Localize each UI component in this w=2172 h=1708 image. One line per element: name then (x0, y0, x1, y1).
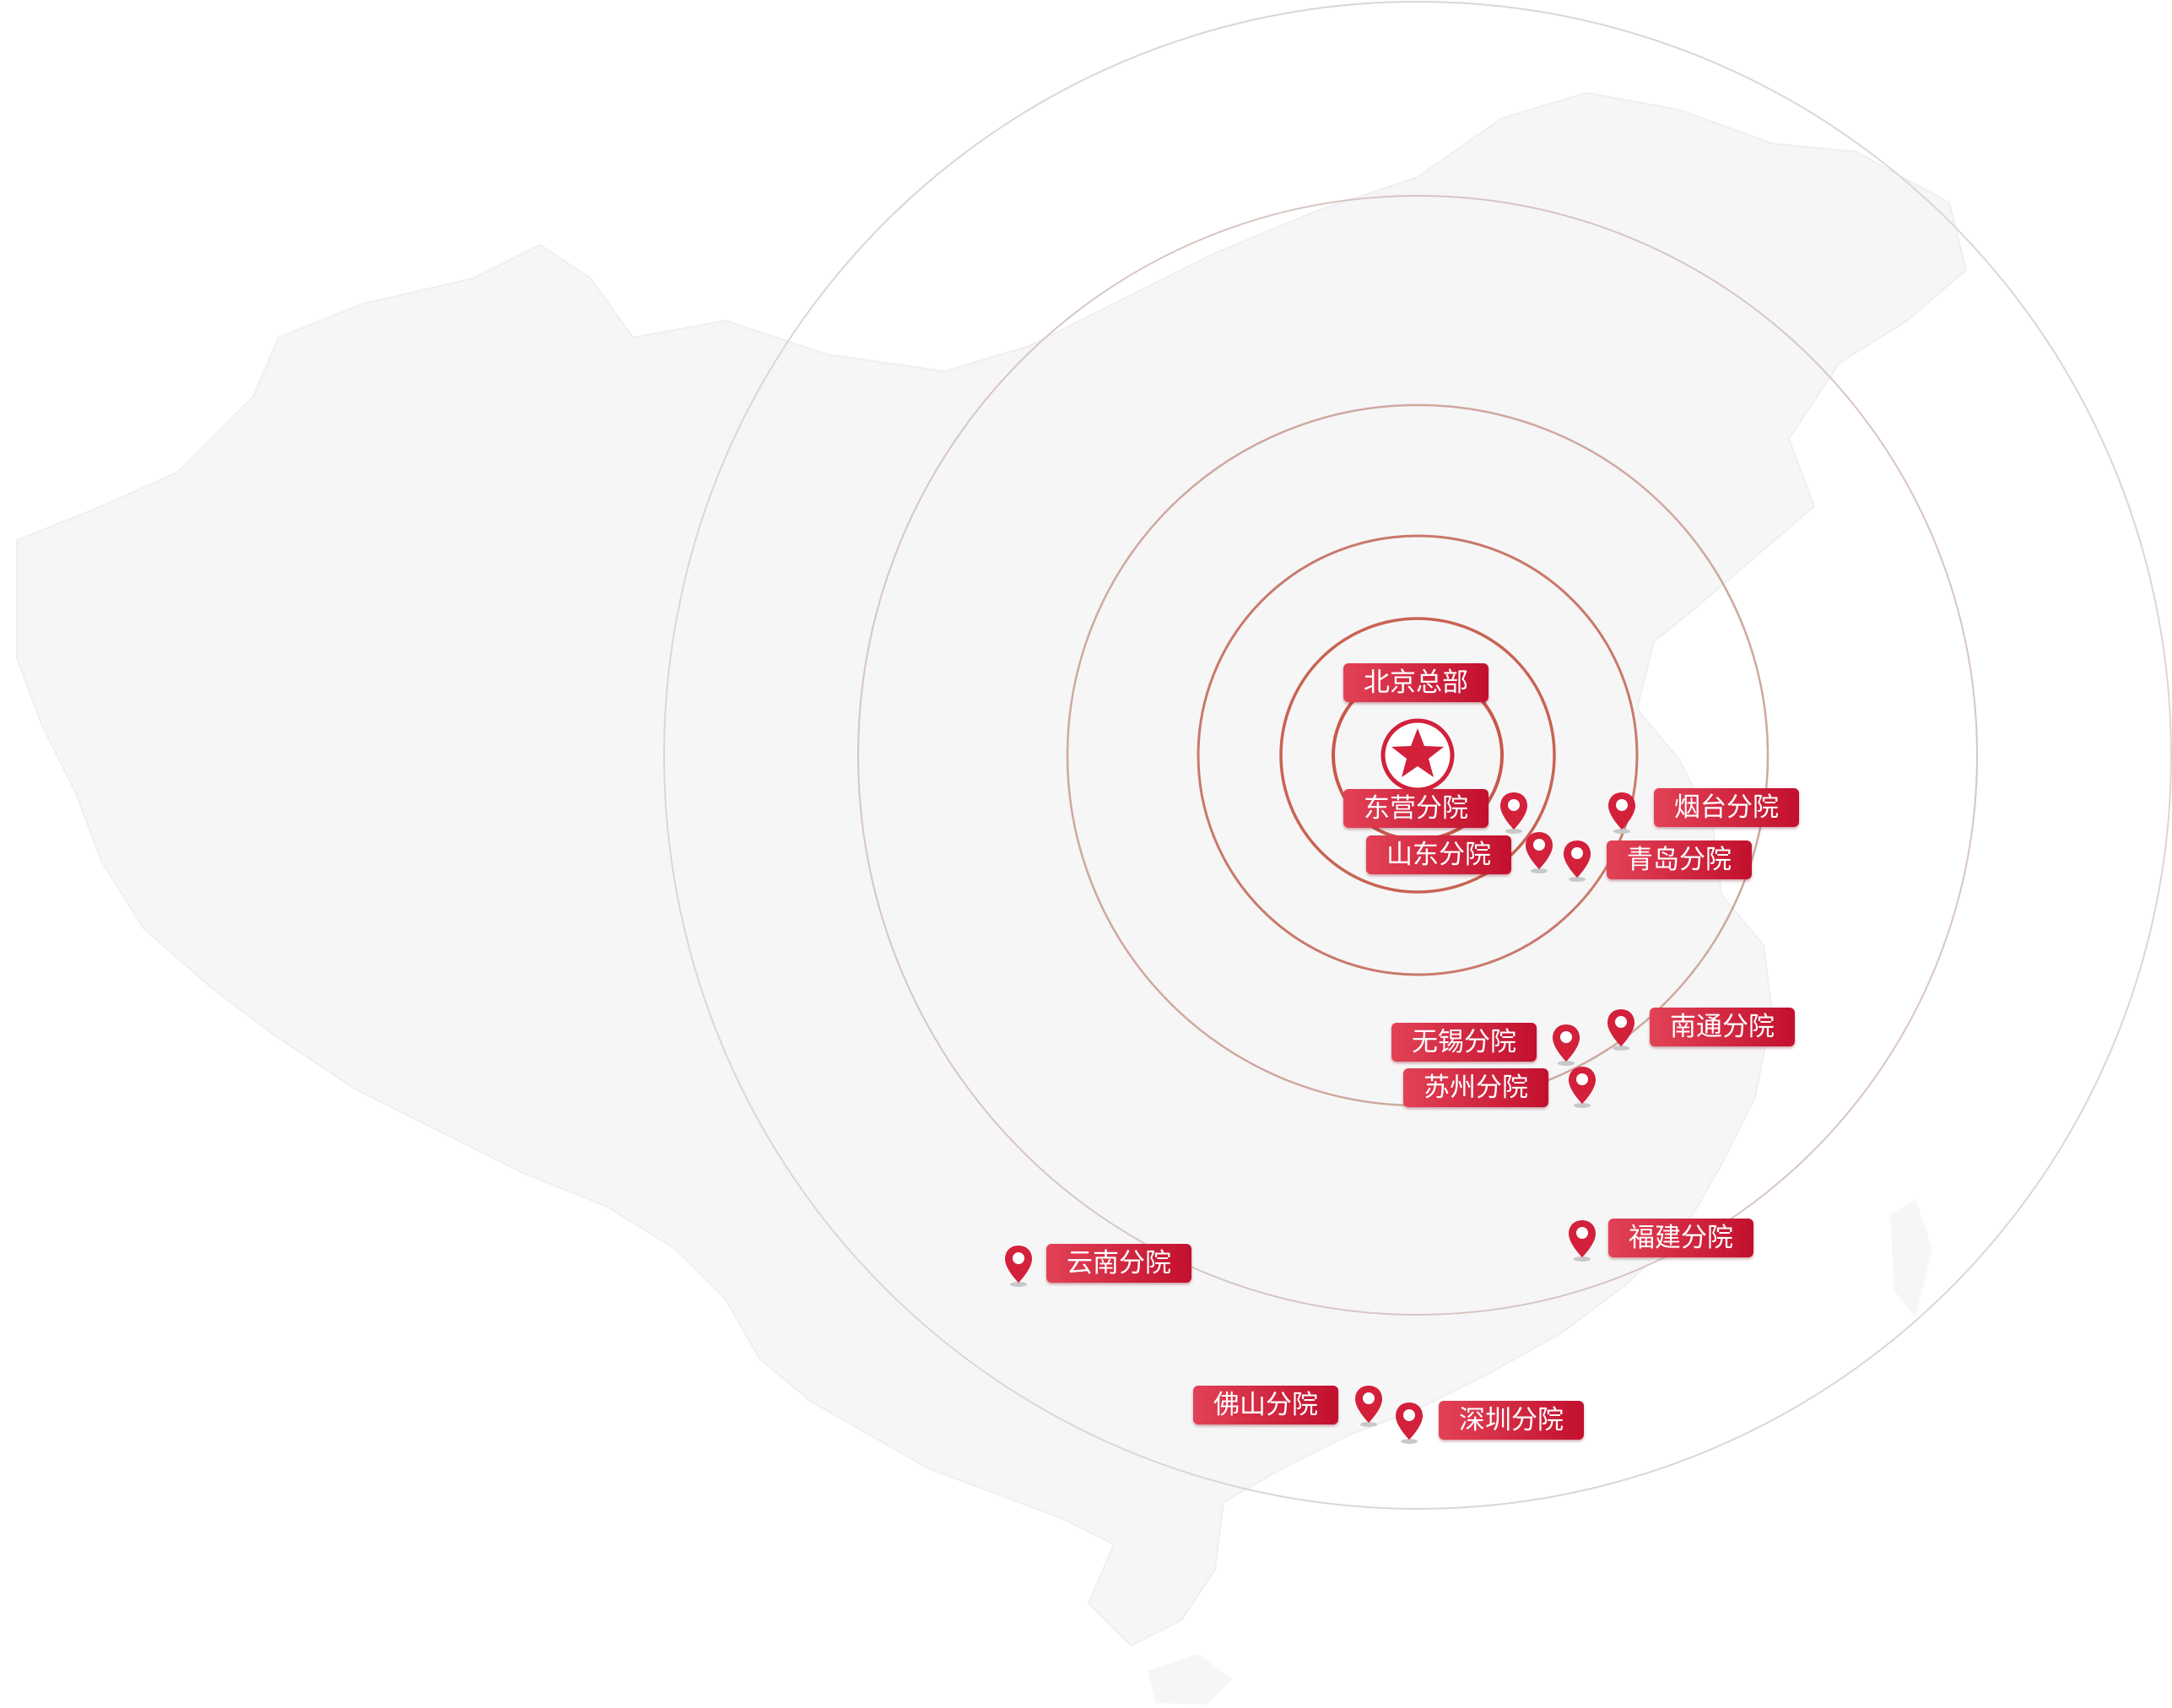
headquarters-label[interactable]: 北京总部 (1343, 663, 1489, 702)
ring-2 (1279, 617, 1556, 894)
branch-label-shandong[interactable]: 山东分院 (1366, 835, 1511, 874)
ring-5 (857, 195, 1978, 1316)
location-pin-icon[interactable] (1499, 791, 1529, 834)
location-pin-icon[interactable] (1607, 791, 1637, 834)
ring-3 (1197, 534, 1639, 976)
ring-6 (663, 1, 2172, 1510)
taiwan-island-silhouette (1890, 1198, 1932, 1316)
branch-label-dongying[interactable]: 东营分院 (1343, 789, 1489, 828)
location-pin-icon[interactable] (1551, 1023, 1581, 1066)
location-pin-icon[interactable] (1394, 1401, 1424, 1444)
branch-label-nantong[interactable]: 南通分院 (1650, 1008, 1795, 1046)
headquarters-marker[interactable] (1380, 718, 1455, 792)
branch-label-qingdao[interactable]: 青岛分院 (1607, 840, 1752, 879)
location-pin-icon[interactable] (1606, 1008, 1636, 1051)
star-icon (1391, 728, 1444, 777)
location-pin-icon[interactable] (1567, 1219, 1597, 1262)
branch-label-wuxi[interactable]: 无锡分院 (1391, 1023, 1537, 1062)
hainan-island-silhouette (1148, 1654, 1232, 1705)
branch-label-yantai[interactable]: 烟台分院 (1654, 788, 1799, 827)
branch-label-foshan[interactable]: 佛山分院 (1193, 1386, 1338, 1424)
location-pin-icon[interactable] (1003, 1244, 1034, 1287)
radius-rings (663, 1, 2172, 1510)
branch-label-yunnan[interactable]: 云南分院 (1046, 1244, 1191, 1283)
china-map-silhouette (16, 91, 1968, 1647)
branch-label-shenzhen[interactable]: 深圳分院 (1439, 1401, 1584, 1440)
branch-label-suzhou[interactable]: 苏州分院 (1403, 1068, 1548, 1107)
branch-label-fujian[interactable]: 福建分院 (1608, 1219, 1753, 1257)
location-pin-icon[interactable] (1524, 830, 1554, 873)
location-pin-icon[interactable] (1562, 839, 1592, 882)
location-pin-icon[interactable] (1353, 1384, 1384, 1427)
location-pin-icon[interactable] (1567, 1065, 1597, 1108)
